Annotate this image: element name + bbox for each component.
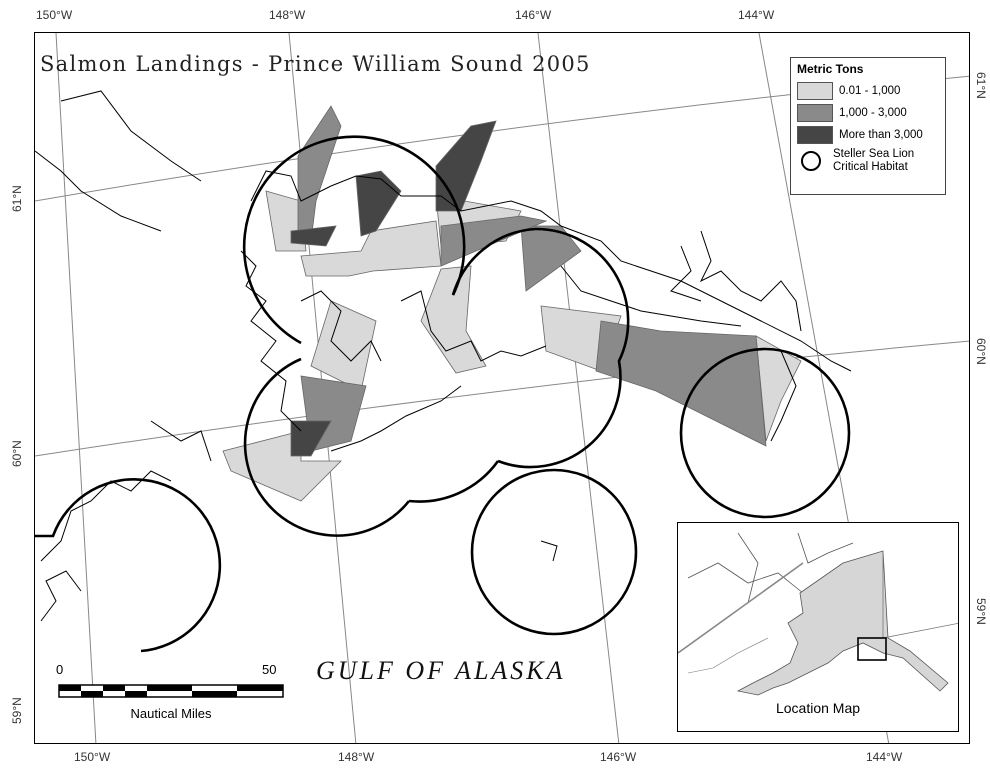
legend-class-row: More than 3,000	[797, 124, 939, 146]
water-body-label: GULF OF ALASKA	[316, 656, 566, 685]
habitat-circle	[470, 468, 638, 636]
graticule-label-left: 61°N	[10, 185, 24, 212]
inset-area-of-interest	[857, 637, 887, 661]
habitat-boundary	[242, 135, 466, 345]
graticule-label-top: 150°W	[36, 8, 73, 22]
map-canvas	[35, 33, 969, 743]
legend-swatch-low	[797, 82, 833, 100]
habitat-circle	[679, 347, 851, 519]
legend-habitat-row: Steller Sea Lion Critical Habitat	[797, 146, 939, 176]
scale-bar: 0 50 Nautical Miles	[56, 662, 284, 722]
graticule-label-bottom: 144°W	[866, 750, 903, 764]
legend-class-row: 1,000 - 3,000	[797, 102, 939, 124]
district-dark	[355, 170, 402, 237]
graticule-label-top: 148°W	[269, 8, 306, 22]
scale-units-label: Nautical Miles	[130, 706, 212, 721]
legend-title: Metric Tons	[797, 62, 864, 76]
graticule-label-bottom: 150°W	[74, 750, 111, 764]
legend-swatch-mid	[797, 104, 833, 122]
legend-habitat-line1: Steller Sea Lion	[833, 148, 915, 160]
district-light	[420, 265, 487, 374]
habitat-boundary	[243, 357, 411, 537]
graticule-label-bottom: 146°W	[600, 750, 637, 764]
map-title: Salmon Landings - Prince William Sound 2…	[40, 52, 591, 76]
scale-end-label: 50	[262, 662, 277, 677]
habitat-boundary	[451, 227, 630, 469]
legend-class-label: More than 3,000	[839, 129, 923, 141]
scale-bar-graphic	[58, 684, 284, 698]
legend-habitat-line2: Critical Habitat	[833, 161, 908, 173]
district-dark	[435, 120, 497, 212]
graticule-label-top: 144°W	[738, 8, 775, 22]
district-mid	[297, 105, 342, 242]
graticule-label-left: 59°N	[10, 697, 24, 724]
scale-start-label: 0	[56, 662, 64, 677]
graticule-label-left: 60°N	[10, 440, 24, 467]
map-legend: Metric Tons 0.01 - 1,000 1,000 - 3,000 M…	[790, 57, 946, 195]
inset-map-graphic	[678, 532, 958, 696]
habitat-circles	[35, 135, 851, 653]
legend-swatch-high	[797, 126, 833, 144]
habitat-boundary	[35, 478, 222, 653]
legend-class-label: 1,000 - 3,000	[839, 107, 907, 119]
graticule-label-right: 59°N	[974, 598, 988, 625]
graticule-label-right: 60°N	[974, 338, 988, 365]
legend-class-row: 0.01 - 1,000	[797, 80, 939, 102]
district-mid	[520, 225, 582, 292]
location-inset-map: Location Map	[677, 522, 959, 732]
habitat-circle-icon	[801, 151, 821, 171]
inset-title: Location Map	[775, 700, 861, 716]
legend-habitat-label: Steller Sea Lion Critical Habitat	[833, 148, 914, 174]
legend-class-label: 0.01 - 1,000	[839, 85, 901, 97]
graticule-label-top: 146°W	[515, 8, 552, 22]
district-mid	[595, 320, 767, 447]
graticule-label-bottom: 148°W	[338, 750, 375, 764]
graticule-label-right: 61°N	[974, 72, 988, 99]
district-dark	[290, 225, 337, 247]
landing-districts	[222, 105, 802, 502]
district-dark	[290, 420, 332, 457]
inset-alaska-landmass	[736, 550, 949, 696]
habitat-boundary	[408, 460, 500, 503]
